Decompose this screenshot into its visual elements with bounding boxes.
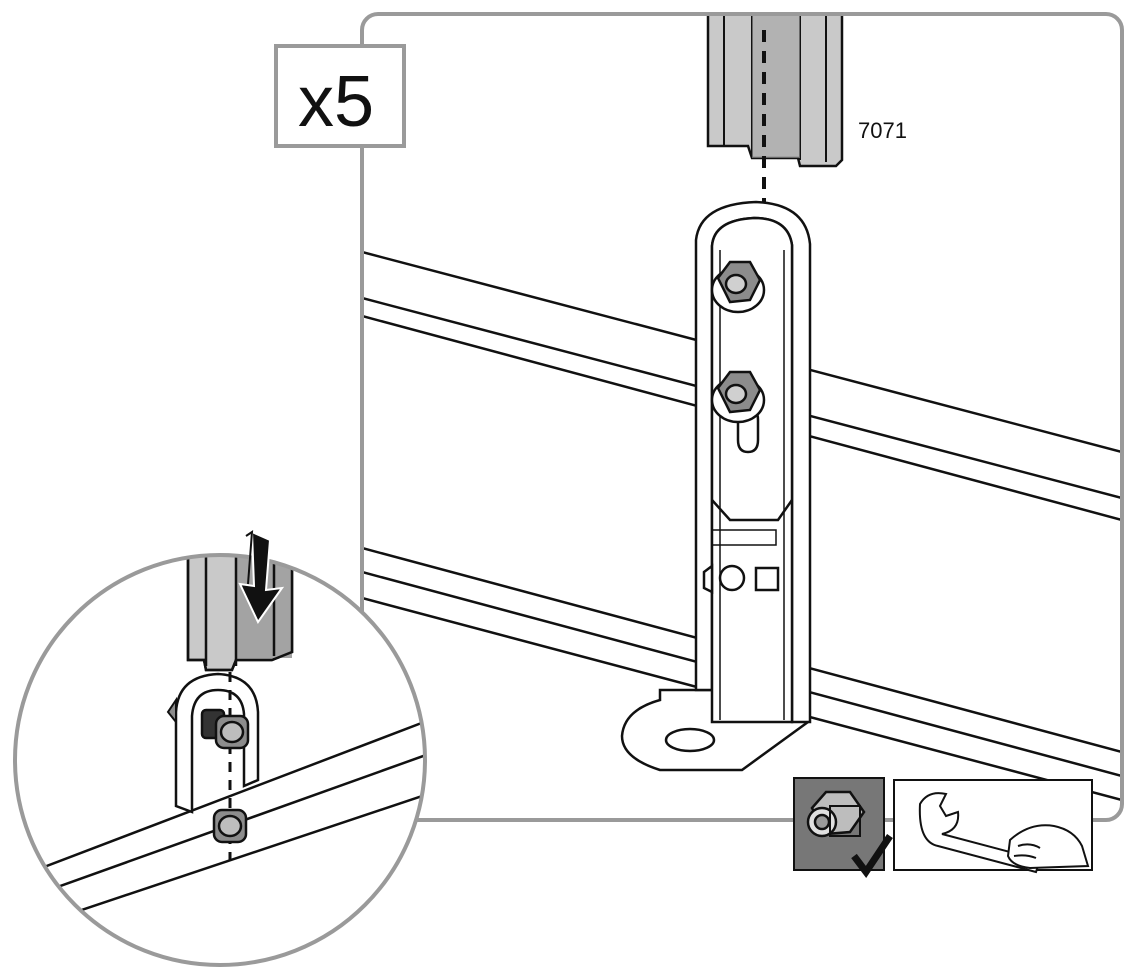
main-panel-frame xyxy=(360,12,1124,822)
zoom-screw xyxy=(166,696,177,725)
zoom-profile xyxy=(186,555,294,672)
checkmark-icon xyxy=(851,834,893,879)
arrow-down-icon xyxy=(238,530,285,624)
vertical-profile xyxy=(706,14,844,168)
tighten-nut-inset xyxy=(793,777,893,879)
zoom-bracket xyxy=(174,672,260,814)
part-number-label: 7071 xyxy=(858,118,907,143)
zoom-t-nut-upper xyxy=(200,708,250,750)
quantity-label: x5 xyxy=(298,62,374,142)
nut-icon xyxy=(806,790,866,838)
hex-nut-lower xyxy=(710,370,766,424)
quantity-box: x5 xyxy=(274,44,406,148)
hex-nut-upper xyxy=(710,260,766,314)
wrench-hand-inset xyxy=(893,779,1093,874)
hand-icon xyxy=(1006,824,1090,870)
zoom-t-nut-lower xyxy=(212,808,248,844)
main-detail-panel xyxy=(362,14,1122,820)
